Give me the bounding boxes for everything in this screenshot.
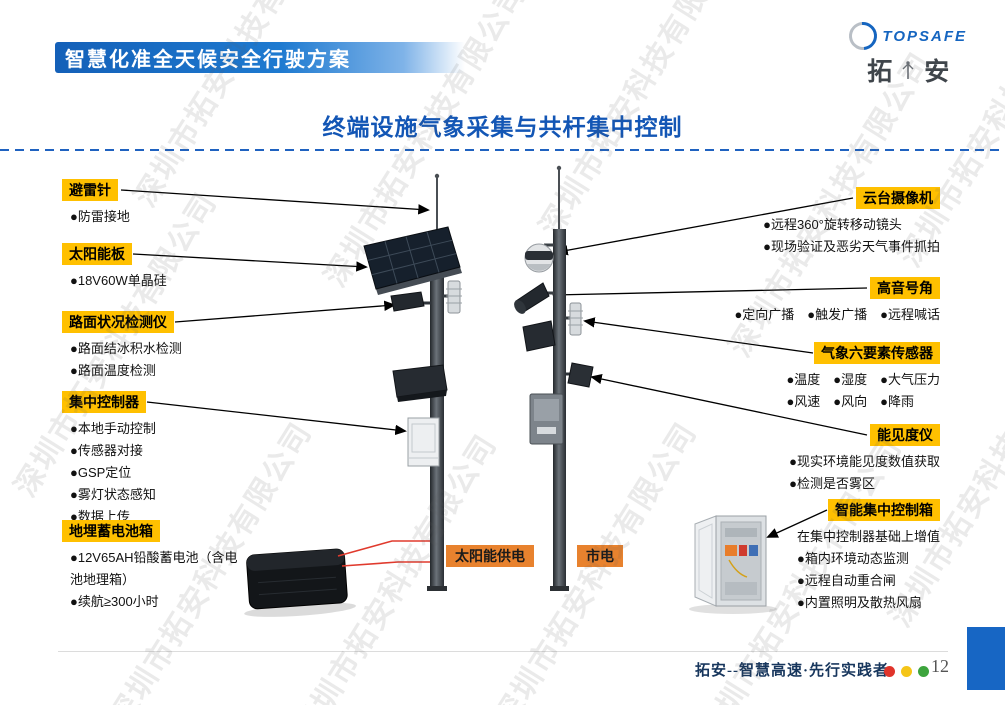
callout-title: 避雷针 (62, 179, 118, 201)
callout-weather-sensor: 气象六要素传感器 ●温度 ●湿度 ●大气压力 ●风速 ●风向 ●降雨 (786, 342, 940, 413)
callout-bullet: ●续航≥300小时 (70, 594, 159, 609)
footer-dot-yellow (901, 666, 912, 677)
pole-device-2 (522, 320, 556, 352)
callout-bullet: ●路面结冰积水检测 (70, 341, 182, 356)
label-mains-power: 市电 (577, 545, 623, 567)
callout-title: 智能集中控制箱 (828, 499, 940, 521)
callout-bullet: ●定向广播 ●触发广播 ●远程喊话 (734, 307, 940, 322)
pole-cabinet (529, 393, 564, 445)
antenna-icon (902, 61, 914, 79)
smart-control-cabinet (689, 515, 777, 614)
callout-visibility-meter: 能见度仪 ●现实环境能见度数值获取 ●检测是否雾区 (789, 424, 940, 495)
callout-title: 云台摄像机 (856, 187, 940, 209)
controller-box (407, 417, 440, 467)
callout-bullet: ●GSP定位 (70, 465, 132, 480)
callout-bullet: ●箱内环境动态监测 (796, 551, 909, 566)
page-number: 12 (931, 656, 949, 676)
callout-central-controller: 集中控制器 ●本地手动控制 ●传感器对接 ●GSP定位 ●雾灯状态感知 ●数据上… (62, 391, 156, 528)
callout-title: 路面状况检测仪 (62, 311, 174, 333)
callout-bullet: ●本地手动控制 (70, 421, 156, 436)
callout-bullet: ●防雷接地 (70, 209, 130, 224)
callout-road-detector: 路面状况检测仪 ●路面结冰积水检测 ●路面温度检测 (62, 311, 182, 382)
callout-bullet: ●远程360°旋转移动镜头 (763, 217, 902, 232)
divider-dashed (0, 149, 1005, 151)
footer-dot-red (884, 666, 895, 677)
road-condition-detector (390, 291, 431, 312)
pole-device (392, 364, 448, 402)
solar-panel (363, 226, 462, 295)
callout-title: 太阳能板 (62, 243, 132, 265)
callout-ptz-camera: 云台摄像机 ●远程360°旋转移动镜头 ●现场验证及恶劣天气事件抓拍 (763, 187, 940, 258)
callout-bullet: ●内置照明及散热风扇 (796, 595, 922, 610)
horn-speaker-icon (514, 282, 554, 314)
battery-box (244, 548, 356, 617)
callout-bullet: ●12V65AH铅酸蓄电池（含电池地理箱） (70, 550, 238, 587)
callout-battery-box: 地埋蓄电池箱 ●12V65AH铅酸蓄电池（含电池地理箱） ●续航≥300小时 (62, 520, 250, 613)
footer-divider (58, 651, 948, 652)
pole-sensor (443, 280, 462, 314)
callout-lines (120, 189, 868, 538)
header-banner: 智慧化准全天候安全行驶方案 (55, 42, 465, 73)
callout-bullet: ●风速 ●风向 ●降雨 (786, 394, 914, 409)
callout-bullet: ●检测是否雾区 (789, 476, 875, 491)
label-solar-power: 太阳能供电 (446, 545, 534, 567)
callout-title: 集中控制器 (62, 391, 146, 413)
logo-swirl-icon (843, 16, 884, 56)
banner-title: 智慧化准全天候安全行驶方案 (65, 49, 351, 71)
callout-title: 能见度仪 (870, 424, 940, 446)
logo-text: TOPSAFE (882, 27, 967, 45)
callout-bullet: ●现实环境能见度数值获取 (789, 454, 940, 469)
watermark-text: 深圳市拓安科技有限公司 (128, 0, 344, 213)
callout-bullet: ●传感器对接 (70, 443, 143, 458)
right-pole (550, 165, 569, 591)
callout-title: 高音号角 (870, 277, 940, 299)
weather-sensor (565, 302, 583, 336)
footer-slogan: 拓安--智慧高速·先行实践者 (695, 663, 889, 679)
battery-wires (337, 540, 430, 567)
callout-bullet: ●路面温度检测 (70, 363, 156, 378)
callout-title: 地埋蓄电池箱 (62, 520, 160, 542)
callout-bullet: ●18V60W单晶硅 (70, 273, 167, 288)
logo-cn-left: 拓 (867, 59, 893, 86)
callout-lightning-rod: 避雷针 ●防雷接地 (62, 179, 130, 228)
callout-smart-control-box: 智能集中控制箱 在集中控制器基础上增值 ●箱内环境动态监测 ●远程自动重合闸 ●… (797, 499, 940, 614)
callout-bullet: ●现场验证及恶劣天气事件抓拍 (763, 239, 940, 254)
ptz-camera (524, 243, 554, 273)
logo-cn-right: 安 (924, 59, 950, 86)
visibility-sensor (565, 362, 594, 388)
callout-solar-panel: 太阳能板 ●18V60W单晶硅 (62, 243, 167, 292)
accent-block (967, 627, 1005, 690)
callout-horn-speaker: 高音号角 ●定向广播 ●触发广播 ●远程喊话 (734, 277, 940, 326)
page-title: 终端设施气象采集与共杆集中控制 (322, 114, 683, 140)
callout-title: 气象六要素传感器 (814, 342, 940, 364)
callout-bullet: ●温度 ●湿度 ●大气压力 (786, 372, 940, 387)
footer-dot-green (918, 666, 929, 677)
callout-bullet: ●雾灯状态感知 (70, 487, 156, 502)
callout-bullet: ●远程自动重合闸 (796, 573, 896, 588)
left-pole (427, 173, 447, 591)
logo: TOPSAFE 拓 安 (843, 16, 967, 88)
callout-bullet: 在集中控制器基础上增值 (796, 529, 940, 544)
